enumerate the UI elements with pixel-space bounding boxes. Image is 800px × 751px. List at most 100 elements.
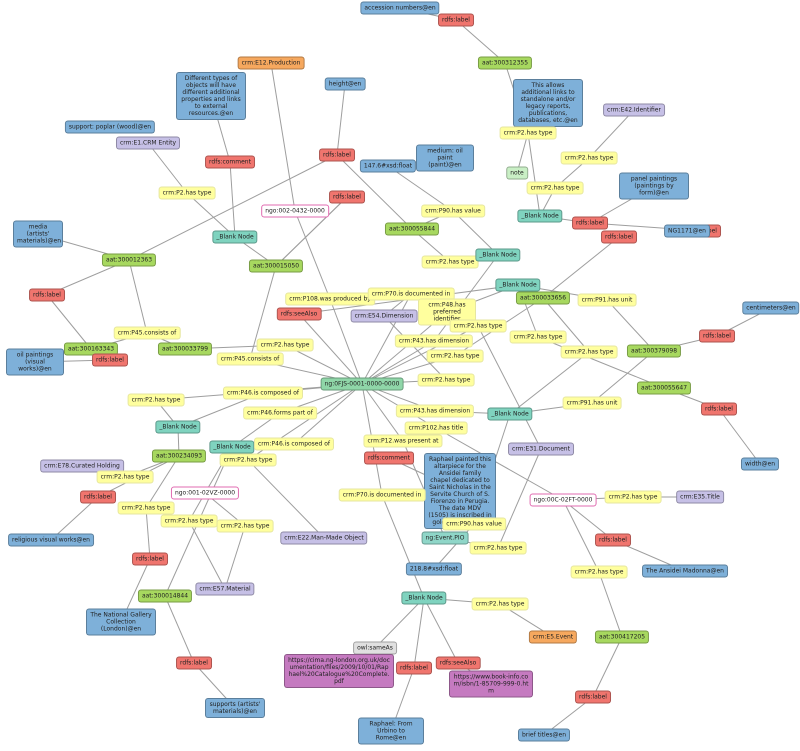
graph-node-class[interactable]: crm:E35.Title <box>676 490 724 504</box>
graph-node-label[interactable]: rdfs:comment <box>205 155 255 169</box>
graph-node-literal[interactable]: Raphael: From Urbino to Rome@en <box>358 717 424 745</box>
graph-node-prop[interactable]: crm:P2.has type <box>449 319 507 333</box>
graph-node-center[interactable]: ng:0FJS-0001-0000-0000 <box>320 377 404 391</box>
graph-node-blank[interactable]: _Blank Node <box>495 278 541 292</box>
graph-node-blank[interactable]: _Blank Node <box>487 407 533 421</box>
graph-node-literal[interactable]: panel paintings (paintings by form)@en <box>619 172 689 200</box>
graph-node-prod[interactable]: crm:E5.Event <box>528 630 578 644</box>
graph-node-prop[interactable]: crm:P46.is composed of <box>254 437 334 451</box>
graph-node-literal[interactable]: NG1171@en <box>664 224 710 238</box>
graph-node-label[interactable]: rdfs:label <box>572 216 608 230</box>
graph-node-label[interactable]: rdfs:label <box>699 329 735 343</box>
graph-node-prop[interactable]: crm:P2.has type <box>471 597 529 611</box>
graph-node-aat[interactable]: aat:300012363 <box>101 253 157 267</box>
graph-node-ngo[interactable]: ngo:00C-02FT-0000 <box>529 493 597 507</box>
graph-node-blank[interactable]: _Blank Node <box>517 209 563 223</box>
graph-node-class[interactable]: crm:E78.Curated Holding <box>40 459 124 473</box>
graph-node-class[interactable]: crm:E22.Man-Made Object <box>280 531 368 545</box>
graph-node-literal[interactable]: Raphael painted this altarpiece for the … <box>424 453 496 529</box>
graph-node-literal[interactable]: centimeters@en <box>742 301 800 315</box>
graph-node-prop[interactable]: crm:P2.has type <box>421 255 479 269</box>
graph-node-prop[interactable]: crm:P46.forms part of <box>243 406 317 420</box>
graph-node-prop[interactable]: crm:P2.has type <box>560 345 618 359</box>
graph-node-blank[interactable]: _Blank Node <box>475 248 521 262</box>
graph-node-aat[interactable]: aat:300055647 <box>636 381 692 395</box>
graph-node-aat[interactable]: aat:300417205 <box>594 630 650 644</box>
graph-node-literal[interactable]: width@en <box>740 457 780 471</box>
graph-node-prop[interactable]: crm:P2.has type <box>560 151 618 165</box>
graph-node-prop[interactable]: crm:P2.has type <box>127 393 185 407</box>
graph-node-prop[interactable]: crm:P2.has type <box>417 373 475 387</box>
graph-node-literal[interactable]: brief titles@en <box>517 728 571 742</box>
graph-node-aat[interactable]: aat:300163343 <box>63 342 119 356</box>
graph-node-literal[interactable]: media (artists' materials)@en <box>13 220 63 248</box>
graph-node-literal[interactable]: oil paintings (visual works)@en <box>6 348 64 376</box>
graph-node-prop[interactable]: crm:P2.has type <box>526 181 584 195</box>
graph-node-blank[interactable]: _Blank Node <box>401 591 447 605</box>
graph-node-literal[interactable]: supports (artists' materials)@en <box>205 698 265 718</box>
graph-node-note[interactable]: note <box>506 166 528 180</box>
graph-node-blank[interactable]: _Blank Node <box>209 440 255 454</box>
graph-node-aat[interactable]: aat:300055844 <box>384 222 440 236</box>
graph-node-class[interactable]: crm:E42.Identifier <box>603 103 665 117</box>
graph-node-prop[interactable]: crm:P2.has type <box>499 126 557 140</box>
graph-node-aat[interactable]: aat:300234093 <box>151 449 207 463</box>
graph-node-label[interactable]: rdfs:seeAlso <box>276 307 322 321</box>
graph-node-aat[interactable]: aat:300312355 <box>477 56 533 70</box>
graph-node-ng[interactable]: ng:Event.PIO <box>421 531 469 545</box>
graph-node-prop[interactable]: crm:P2.has type <box>96 470 154 484</box>
graph-node-literal[interactable]: This allows additional links to standalo… <box>513 79 583 127</box>
graph-node-label[interactable]: rdfs:label <box>575 690 611 704</box>
graph-node-aat[interactable]: aat:300014844 <box>137 589 193 603</box>
graph-node-aat[interactable]: aat:300033799 <box>157 342 213 356</box>
graph-node-literal[interactable]: 218.8#xsd:float <box>405 562 463 576</box>
graph-node-label[interactable]: rdfs:comment <box>364 451 414 465</box>
graph-node-prop[interactable]: crm:P90.has value <box>442 517 506 531</box>
graph-node-prop[interactable]: crm:P2.has type <box>426 349 484 363</box>
graph-node-literal[interactable]: height@en <box>324 77 366 91</box>
graph-node-ngo[interactable]: ngo:002-0432-0000 <box>261 204 329 218</box>
graph-node-prop[interactable]: crm:P91.has unit <box>562 396 622 410</box>
graph-node-label[interactable]: rdfs:label <box>438 13 474 27</box>
graph-node-prop[interactable]: crm:P2.has type <box>570 565 628 579</box>
graph-node-prop[interactable]: crm:P2.has type <box>509 330 567 344</box>
graph-node-prop[interactable]: crm:P2.has type <box>219 453 277 467</box>
graph-node-prop[interactable]: crm:P2.has type <box>158 186 216 200</box>
graph-node-prop[interactable]: crm:P90.has value <box>421 204 485 218</box>
graph-node-label[interactable]: rdfs:label <box>80 490 116 504</box>
graph-node-prop[interactable]: crm:P46.is composed of <box>223 386 303 400</box>
graph-node-prop[interactable]: crm:P2.has type <box>256 338 314 352</box>
graph-node-prop[interactable]: crm:P43.has dimension <box>395 404 475 418</box>
graph-node-prop[interactable]: crm:P70.is documented in <box>367 287 455 301</box>
graph-node-literal[interactable]: The National Gallery Collection (London)… <box>86 608 156 636</box>
graph-node-prop[interactable]: crm:P45.consists of <box>113 326 181 340</box>
graph-node-class[interactable]: crm:E1.CRM Entity <box>115 136 181 150</box>
graph-node-prop[interactable]: crm:P102.has title <box>404 421 468 435</box>
graph-node-label[interactable]: rdfs:label <box>595 533 631 547</box>
graph-node-same[interactable]: owl:sameAs <box>353 641 397 655</box>
graph-node-aat[interactable]: aat:300033656 <box>515 291 571 305</box>
graph-node-label[interactable]: rdfs:label <box>176 656 212 670</box>
graph-node-aat[interactable]: aat:300015050 <box>248 259 304 273</box>
graph-node-prop[interactable]: crm:P12.was present at <box>363 434 443 448</box>
graph-node-label[interactable]: rdfs:label <box>29 288 65 302</box>
graph-node-prop[interactable]: crm:P2.has type <box>117 501 175 515</box>
graph-node-aat[interactable]: aat:300379098 <box>626 344 682 358</box>
graph-node-label[interactable]: rdfs:label <box>601 230 637 244</box>
graph-node-prod[interactable]: crm:E12.Production <box>237 56 305 70</box>
graph-node-uri[interactable]: https://www.book-info.com/isbn/1-85709-9… <box>449 670 533 698</box>
graph-node-literal[interactable]: Different types of objects will have dif… <box>176 72 246 120</box>
graph-node-prop[interactable]: crm:P2.has type <box>160 514 218 528</box>
graph-node-class[interactable]: crm:E54.Dimension <box>350 309 418 323</box>
graph-node-prop[interactable]: crm:P2.has type <box>469 541 527 555</box>
graph-node-label[interactable]: rdfs:label <box>92 353 128 367</box>
graph-node-label[interactable]: rdfs:label <box>319 148 355 162</box>
graph-node-blank[interactable]: _Blank Node <box>155 420 201 434</box>
graph-node-label[interactable]: rdfs:label <box>132 552 168 566</box>
graph-node-literal[interactable]: accession numbers@en <box>360 1 440 15</box>
graph-node-label[interactable]: rdfs:seeAlso <box>435 656 481 670</box>
graph-node-prop[interactable]: crm:P45.consists of <box>216 352 284 366</box>
graph-node-prop[interactable]: crm:P2.has type <box>216 519 274 533</box>
graph-node-prop[interactable]: crm:P43.has dimension <box>394 334 474 348</box>
graph-node-prop[interactable]: crm:P108.was produced by <box>285 292 375 306</box>
